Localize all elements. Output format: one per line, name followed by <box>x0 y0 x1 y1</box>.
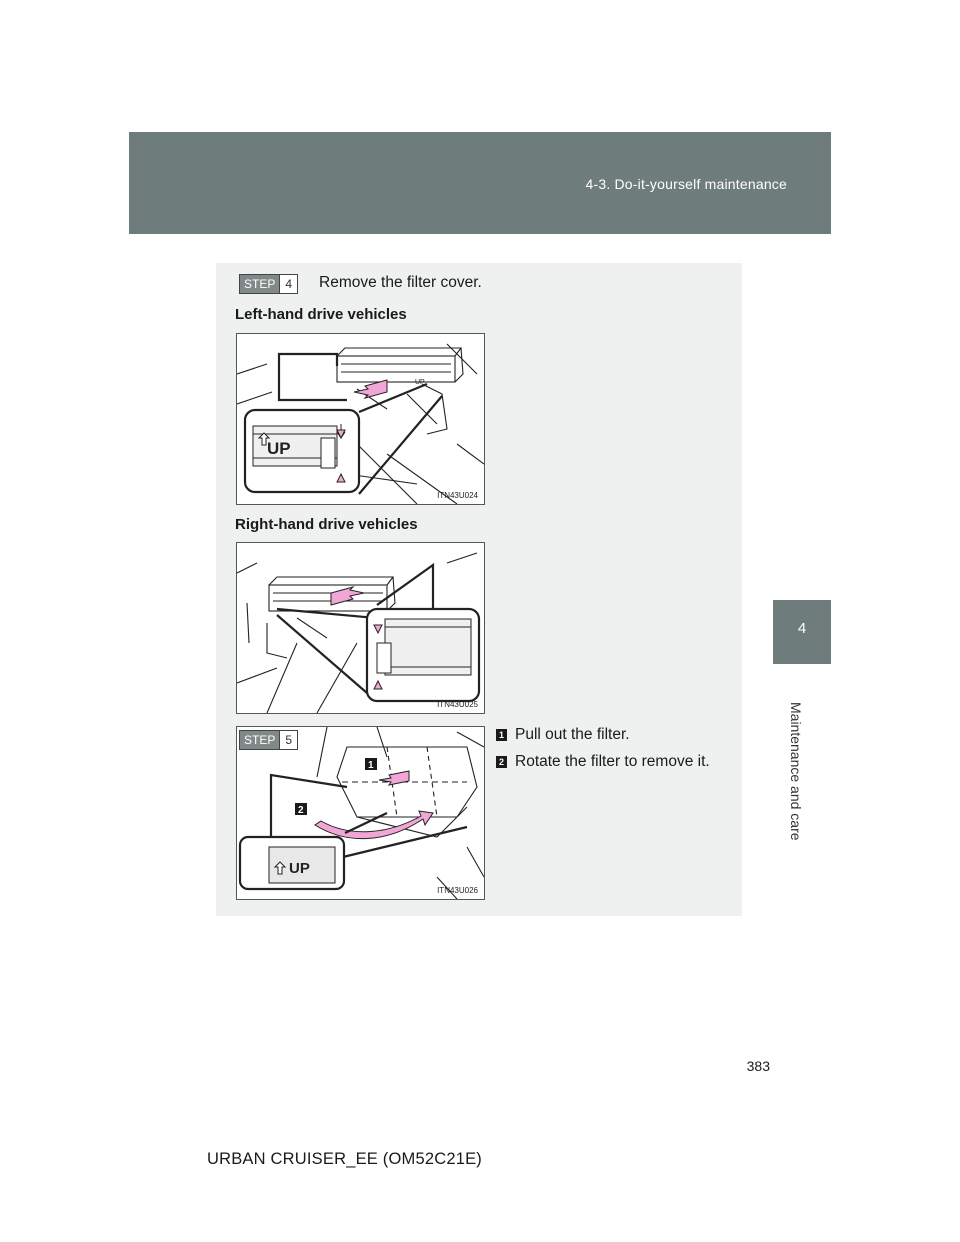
section-title: 4-3. Do-it-yourself maintenance <box>585 176 787 192</box>
lhd-figure: UP UP ITN43U024 <box>236 333 485 505</box>
footer-model: URBAN CRUISER_EE (OM52C21E) <box>207 1150 482 1168</box>
step-4-instruction: Remove the filter cover. <box>319 274 482 291</box>
up-label: UP <box>289 860 310 877</box>
chapter-label: Maintenance and care <box>788 702 804 841</box>
callout-marker-2: 2 <box>496 756 507 768</box>
chapter-tab: 4 <box>773 600 831 664</box>
figure-code: ITN43U025 <box>437 700 478 709</box>
callout-item-2: 2 Rotate the filter to remove it. <box>496 753 710 771</box>
callout-marker-1: 1 <box>496 729 507 741</box>
rhd-illustration <box>237 552 481 713</box>
chapter-number: 4 <box>797 620 807 637</box>
rhd-heading: Right-hand drive vehicles <box>235 516 418 533</box>
figure-code: ITN43U024 <box>437 491 478 500</box>
up-label: UP <box>267 439 291 458</box>
page-number: 383 <box>746 1058 770 1074</box>
small-up-label: UP <box>415 379 425 386</box>
callout-text-1: Pull out the filter. <box>515 726 630 743</box>
content-panel: STEP 4 Remove the filter cover. Left-han… <box>216 263 742 916</box>
step-4-badge: STEP 4 <box>239 274 299 294</box>
header-band: 4-3. Do-it-yourself maintenance <box>129 132 831 234</box>
callout-marker-1: 1 <box>368 760 374 771</box>
figure-code: ITN43U026 <box>437 886 478 895</box>
lhd-illustration: UP UP <box>237 343 484 504</box>
filter-removal-illustration: UP 1 2 <box>238 727 484 899</box>
step-5-badge: STEP 5 <box>239 730 299 750</box>
callout-text-2: Rotate the filter to remove it. <box>515 753 710 770</box>
step-5-figure: UP 1 2 STEP 5 ITN43U026 <box>236 726 485 900</box>
callout-item-1: 1 Pull out the filter. <box>496 726 630 744</box>
rhd-figure: ITN43U025 <box>236 542 485 714</box>
lhd-heading: Left-hand drive vehicles <box>235 306 407 323</box>
callout-marker-2: 2 <box>298 805 304 816</box>
